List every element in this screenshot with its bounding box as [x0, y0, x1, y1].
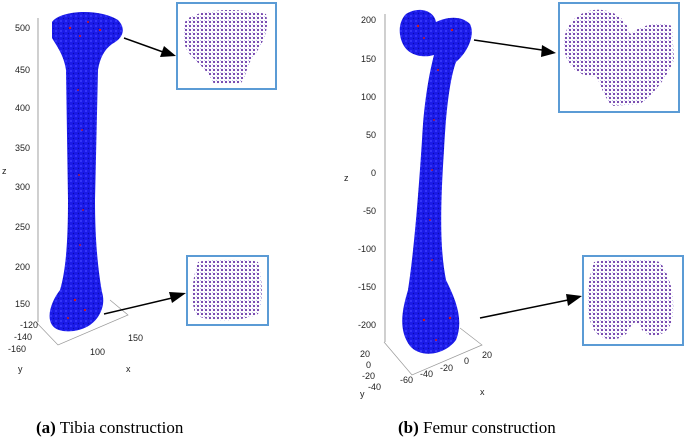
- z-axis-ticks: 500 450 400 350 300 250 200 150: [15, 23, 30, 309]
- y-axis-ticks: -120 -140 -160: [8, 320, 38, 354]
- z-tick: 200: [361, 15, 376, 25]
- x-axis-ticks: 100 150: [90, 333, 143, 357]
- arrow-bottom-head: [566, 294, 582, 306]
- z-tick: -50: [363, 206, 376, 216]
- y-tick: 20: [360, 349, 370, 359]
- y-tick: -140: [14, 332, 32, 342]
- z-tick: 200: [15, 262, 30, 272]
- z-tick: -150: [358, 282, 376, 292]
- x-axis-ticks: -60 -40 -20 0 20: [400, 350, 492, 385]
- x-tick: 0: [464, 356, 469, 366]
- femur-bone: [399, 9, 472, 354]
- z-tick: 100: [361, 92, 376, 102]
- arrow-top-head: [541, 45, 556, 57]
- x-tick: -60: [400, 375, 413, 385]
- caption-tibia-label: (a): [36, 418, 56, 437]
- y-tick: -120: [20, 320, 38, 330]
- x-tick: -40: [420, 369, 433, 379]
- femur-red-speckles: [416, 24, 454, 341]
- caption-tibia-text: Tibia construction: [59, 418, 184, 437]
- y-tick: 0: [366, 360, 371, 370]
- arrow-top-head: [160, 46, 176, 57]
- arrow-top: [473, 39, 543, 51]
- z-axis-label: z: [2, 166, 7, 176]
- arrow-bottom-head: [169, 292, 186, 303]
- z-tick: 500: [15, 23, 30, 33]
- z-tick: 350: [15, 143, 30, 153]
- x-tick: 20: [482, 350, 492, 360]
- arrow-bottom: [479, 299, 569, 319]
- floor-box: [383, 327, 483, 376]
- x-axis-label: x: [126, 364, 131, 374]
- arrow-bottom: [103, 297, 173, 315]
- arrow-top: [123, 37, 164, 53]
- z-axis-ticks: 200 150 100 50 0 -50 -100 -150 -200: [358, 15, 376, 330]
- z-tick: 300: [15, 182, 30, 192]
- tibia-figure: 500 450 400 350 300 250 200 150 z -120 -…: [2, 2, 277, 374]
- caption-femur: (b) Femur construction: [398, 418, 556, 438]
- tibia-top-detail: [183, 10, 268, 84]
- y-axis-ticks: 20 0 -20 -40: [360, 349, 381, 392]
- z-tick: 400: [15, 103, 30, 113]
- z-tick: 150: [361, 54, 376, 64]
- x-tick: 100: [90, 347, 105, 357]
- z-tick: 150: [15, 299, 30, 309]
- y-axis-label: y: [360, 389, 365, 399]
- femur-top-detail: [564, 9, 674, 106]
- z-tick: 0: [371, 168, 376, 178]
- tibia-bottom-detail: [192, 259, 262, 321]
- caption-femur-label: (b): [398, 418, 419, 437]
- z-tick: 250: [15, 222, 30, 232]
- femur-figure: 200 150 100 50 0 -50 -100 -150 -200 z 20…: [344, 2, 684, 399]
- y-tick: -160: [8, 344, 26, 354]
- x-tick: -20: [440, 363, 453, 373]
- caption-tibia: (a) Tibia construction: [36, 418, 183, 438]
- y-tick: -20: [362, 371, 375, 381]
- caption-femur-text: Femur construction: [423, 418, 556, 437]
- y-axis-label: y: [18, 364, 23, 374]
- z-axis-label: z: [344, 173, 349, 183]
- z-tick: -200: [358, 320, 376, 330]
- z-tick: 450: [15, 65, 30, 75]
- tibia-red-speckles: [67, 21, 102, 319]
- floor-box: [35, 299, 129, 346]
- y-tick: -40: [368, 382, 381, 392]
- z-tick: 50: [366, 130, 376, 140]
- tibia-bone: [49, 11, 123, 332]
- x-axis-label: x: [480, 387, 485, 397]
- x-tick: 150: [128, 333, 143, 343]
- femur-bottom-detail: [587, 259, 674, 340]
- z-tick: -100: [358, 244, 376, 254]
